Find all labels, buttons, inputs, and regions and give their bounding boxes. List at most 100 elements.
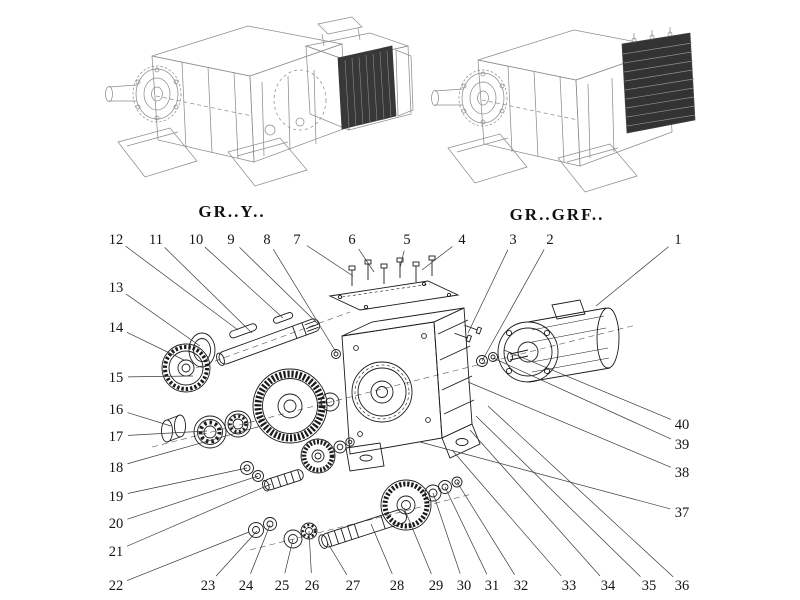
callout-1: 1 xyxy=(674,232,681,248)
callout-28: 28 xyxy=(390,578,405,594)
output-boss-left xyxy=(132,65,182,123)
output-shaft-right xyxy=(431,88,464,106)
callout-26: 26 xyxy=(305,578,320,594)
callout-29: 29 xyxy=(429,578,444,594)
callout-24: 24 xyxy=(239,578,254,594)
callout-37: 37 xyxy=(675,505,690,521)
gear-housing xyxy=(331,307,481,472)
intermediate-washers xyxy=(240,461,264,482)
feet-left xyxy=(117,127,308,187)
leader-line-1 xyxy=(595,246,669,307)
leader-line-37 xyxy=(419,441,671,510)
leader-line-40 xyxy=(503,349,672,420)
output-gear xyxy=(380,479,432,531)
callout-9: 9 xyxy=(227,232,234,248)
washer-behind-gear xyxy=(320,392,340,412)
motor-shims xyxy=(476,352,498,367)
motor-left xyxy=(304,16,414,131)
callout-36: 36 xyxy=(675,578,690,594)
leader-line-26 xyxy=(308,530,312,574)
callout-4: 4 xyxy=(458,232,466,248)
callout-14: 14 xyxy=(109,320,124,336)
leader-line-38 xyxy=(467,381,672,468)
leader-line-33 xyxy=(451,449,562,577)
callout-8: 8 xyxy=(263,232,270,248)
shaft-key-long xyxy=(229,323,257,339)
leader-line-19 xyxy=(127,467,248,494)
cover-bolts xyxy=(348,255,436,286)
model-label-gr-y: GR..Y.. xyxy=(198,202,265,221)
callout-23: 23 xyxy=(201,578,216,594)
spacer-sleeve xyxy=(161,414,186,443)
leader-line-32 xyxy=(456,481,515,575)
leader-line-2 xyxy=(481,249,545,362)
leader-line-25 xyxy=(284,538,294,574)
callout-25: 25 xyxy=(275,578,290,594)
leader-line-18 xyxy=(127,425,262,465)
leader-line-36 xyxy=(487,405,674,578)
callout-38: 38 xyxy=(675,465,690,481)
motor-mount-bolts xyxy=(454,324,483,343)
finned-cover-block xyxy=(621,27,696,134)
leader-line-20 xyxy=(127,475,259,520)
leader-line-24 xyxy=(250,524,271,574)
callout-11: 11 xyxy=(149,232,163,248)
leader-line-14 xyxy=(126,331,185,361)
leader-line-34 xyxy=(469,429,601,577)
leader-line-17 xyxy=(127,430,208,436)
top-cover-plate xyxy=(328,280,460,311)
assembled-unit-gr-y xyxy=(105,16,414,187)
leader-line-8 xyxy=(272,249,337,353)
leader-line-6 xyxy=(358,248,375,273)
leader-line-22 xyxy=(127,531,250,581)
model-label-gr-grf: GR..GRF.. xyxy=(510,205,605,224)
leader-line-9 xyxy=(239,247,319,325)
leader-line-12 xyxy=(125,245,239,331)
callout-10: 10 xyxy=(189,232,204,248)
feet-right xyxy=(447,133,638,193)
ball-bearing-large xyxy=(193,415,227,449)
output-boss-right xyxy=(458,69,508,127)
shaft-key-short xyxy=(273,312,294,324)
callout-34: 34 xyxy=(601,578,616,594)
callout-40: 40 xyxy=(675,417,690,433)
output-snap-rings xyxy=(424,476,463,502)
housing-feet xyxy=(345,423,481,472)
snap-rings xyxy=(333,437,355,454)
leader-line-4 xyxy=(421,246,453,271)
leader-line-23 xyxy=(215,530,258,577)
output-shaft xyxy=(318,509,407,549)
callout-31: 31 xyxy=(485,578,500,594)
leader-line-11 xyxy=(164,247,253,334)
axis-lines xyxy=(151,311,637,551)
callout-21: 21 xyxy=(109,544,124,560)
callout-12: 12 xyxy=(109,232,124,248)
callout-3: 3 xyxy=(509,232,516,248)
callout-39: 39 xyxy=(675,437,690,453)
leader-line-13 xyxy=(125,293,201,347)
callout-7: 7 xyxy=(293,232,300,248)
input-shaft xyxy=(216,312,321,366)
leader-line-5 xyxy=(399,250,405,269)
leader-line-10 xyxy=(204,246,284,319)
leader-line-29 xyxy=(403,507,432,575)
callout-13: 13 xyxy=(109,280,124,296)
leader-line-30 xyxy=(432,492,461,574)
leader-line-27 xyxy=(326,541,348,575)
exploded-view xyxy=(151,255,637,551)
leader-line-15 xyxy=(127,375,194,378)
leader-line-28 xyxy=(370,523,393,575)
callout-20: 20 xyxy=(109,516,124,532)
leader-line-39 xyxy=(492,357,672,440)
callout-35: 35 xyxy=(642,578,657,594)
callout-15: 15 xyxy=(109,370,124,386)
pinion-shaft xyxy=(262,469,304,492)
callout-17: 17 xyxy=(109,429,124,445)
callout-32: 32 xyxy=(514,578,529,594)
output-washers xyxy=(248,517,318,549)
ball-bearing-small xyxy=(224,410,252,438)
callout-22: 22 xyxy=(109,578,124,594)
assembled-unit-gr-grf xyxy=(431,27,696,193)
leader-line-7 xyxy=(306,245,354,277)
